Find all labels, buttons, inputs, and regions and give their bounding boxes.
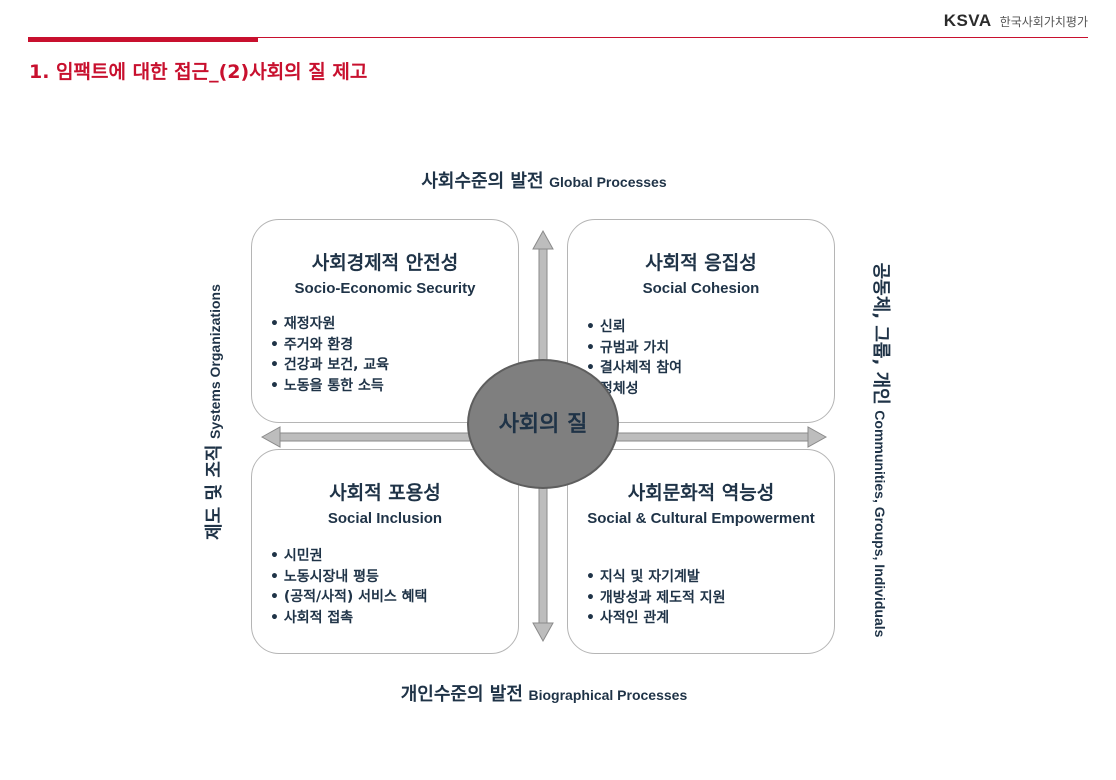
axis-bottom-label: 개인수준의 발전 Biographical Processes bbox=[0, 680, 1088, 706]
center-label: 사회의 질 bbox=[498, 411, 588, 437]
quadrant-social-inclusion: 사회적 포용성 Social Inclusion 시민권 노동시장내 평등 (공… bbox=[251, 449, 519, 654]
quadrant-title: 사회적 포용성 bbox=[329, 482, 441, 504]
axis-bottom-en: Biographical Processes bbox=[528, 687, 688, 703]
header-accent-bar bbox=[28, 37, 258, 42]
list-item: 건강과 보건, 교육 bbox=[270, 355, 389, 376]
quadrant-items: 재정자원 주거와 환경 건강과 보건, 교육 노동을 통한 소득 bbox=[270, 314, 389, 396]
arrow-head-right bbox=[807, 426, 828, 448]
axis-top-label: 사회수준의 발전 Global Processes bbox=[0, 167, 1088, 193]
quadrant-social-cultural-empowerment: 사회문화적 역능성 Social & Cultural Empowerment … bbox=[567, 449, 835, 654]
quadrant-socio-economic-security: 사회경제적 안전성 Socio-Economic Security 재정자원 주… bbox=[251, 219, 519, 423]
list-item: 규범과 가치 bbox=[586, 338, 682, 359]
quadrant-items: 신뢰 규범과 가치 결사체적 참여 정체성 bbox=[586, 317, 682, 399]
list-item: 노동시장내 평등 bbox=[270, 567, 427, 588]
list-item: 신뢰 bbox=[586, 317, 682, 338]
quadrant-subtitle: Social & Cultural Empowerment bbox=[587, 510, 815, 527]
axis-top-ko: 사회수준의 발전 bbox=[421, 171, 544, 192]
header-divider bbox=[28, 37, 1088, 38]
list-item: 지식 및 자기계발 bbox=[586, 567, 726, 588]
list-item: 사회적 접촉 bbox=[270, 608, 427, 629]
list-item: 재정자원 bbox=[270, 314, 389, 335]
arrow-head-left bbox=[260, 426, 281, 448]
list-item: (공적/사적) 서비스 혜택 bbox=[270, 587, 428, 608]
quadrant-subtitle: Social Cohesion bbox=[642, 280, 760, 297]
quadrant-social-cohesion: 사회적 응집성 Social Cohesion 신뢰 규범과 가치 결사체적 참… bbox=[567, 219, 835, 423]
list-item: 결사체적 참여 bbox=[586, 358, 682, 379]
list-item: 사적인 관계 bbox=[586, 608, 726, 629]
brand-logo: KSVA bbox=[943, 11, 992, 30]
brand: KSVA 한국사회가치평가 bbox=[944, 11, 1088, 31]
quadrant-title: 사회경제적 안전성 bbox=[311, 252, 459, 274]
list-item: 개방성과 제도적 지원 bbox=[586, 588, 726, 609]
axis-top-en: Global Processes bbox=[549, 174, 667, 190]
quadrant-title: 사회문화적 역능성 bbox=[627, 482, 775, 504]
arrow-head-up bbox=[532, 229, 554, 250]
quadrant-subtitle: Social Inclusion bbox=[327, 510, 443, 527]
center-circle: 사회의 질 bbox=[467, 359, 619, 489]
list-item: 노동을 통한 소득 bbox=[270, 376, 389, 397]
brand-name: 한국사회가치평가 bbox=[999, 15, 1088, 29]
list-item: 시민권 bbox=[270, 546, 427, 567]
quadrant-items: 시민권 노동시장내 평등 (공적/사적) 서비스 혜택 사회적 접촉 bbox=[270, 546, 428, 629]
arrow-head-down bbox=[532, 622, 554, 643]
quadrant-title: 사회적 응집성 bbox=[645, 252, 757, 274]
axis-bottom-ko: 개인수준의 발전 bbox=[400, 684, 523, 705]
quadrant-items: 지식 및 자기계발 개방성과 제도적 지원 사적인 관계 bbox=[586, 567, 726, 629]
list-item: 주거와 환경 bbox=[270, 335, 389, 356]
page-title: 1. 임팩트에 대한 접근_(2)사회의 질 제고 bbox=[29, 61, 368, 83]
quadrant-subtitle: Socio-Economic Security bbox=[294, 280, 476, 297]
